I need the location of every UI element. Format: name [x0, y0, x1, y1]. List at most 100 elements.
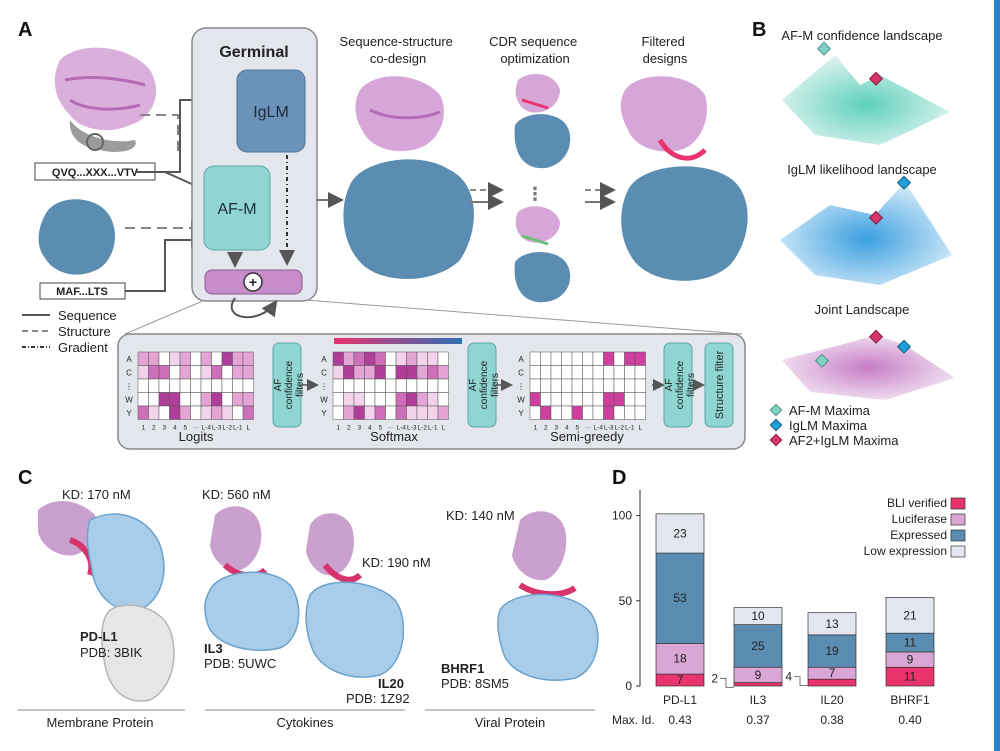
grid-cell — [540, 405, 552, 420]
grid-cell — [169, 378, 181, 393]
chart-legend-label: BLI verified — [887, 496, 947, 510]
grid-cell — [242, 351, 254, 366]
pdl1-kd: KD: 170 nM — [62, 487, 131, 502]
bar-value-label: 4 — [785, 670, 792, 684]
panel-a-label: A — [18, 19, 32, 41]
group-viral-label: Viral Protein — [475, 715, 546, 730]
bar-value-label: 13 — [825, 617, 839, 631]
grid-cell — [592, 351, 604, 366]
bhrf1-structure — [497, 511, 599, 681]
grid-cell — [603, 378, 615, 393]
grid-row-label: A — [518, 355, 524, 364]
bar-value-leader — [720, 677, 734, 688]
grid-cell — [613, 351, 625, 366]
grid-cell — [416, 351, 428, 366]
grid-cell — [200, 351, 212, 366]
legend-gradient: Gradient — [58, 340, 108, 355]
grid-cell — [634, 392, 646, 407]
il20-kd: KD: 190 nM — [362, 555, 431, 570]
grid-cell — [190, 405, 202, 420]
grid-col-label: 4 — [368, 425, 372, 432]
grid-cell — [395, 365, 407, 380]
category-label: BHRF1 — [890, 693, 930, 707]
grid-row-label: W — [517, 396, 525, 405]
il20-structure — [305, 513, 405, 678]
grid-cell — [353, 405, 365, 420]
grid-cell — [190, 378, 202, 393]
grid-cell — [158, 405, 170, 420]
combine-plus-icon — [243, 272, 263, 292]
pdl1-pdb: PDB: 3BIK — [80, 645, 142, 660]
grid-col-label: ··· — [585, 425, 592, 432]
grid-cell — [332, 405, 344, 420]
softmax-label: Softmax — [370, 429, 418, 444]
grid-row-label: A — [126, 355, 132, 364]
grid-col-label: 3 — [357, 425, 361, 432]
grid-col-label: L — [638, 425, 642, 432]
panel-d-label: D — [612, 467, 626, 489]
grid-col-label: 2 — [544, 425, 548, 432]
grid-col-label: 4 — [173, 425, 177, 432]
grid-cell — [242, 378, 254, 393]
chart-legend-label: Luciferase — [892, 512, 948, 526]
grid-col-label: 3 — [554, 425, 558, 432]
grid-cell — [395, 405, 407, 420]
grid-cell — [179, 351, 191, 366]
grid-cell — [406, 351, 418, 366]
grid-cell — [364, 392, 376, 407]
grid-col-label: 4 — [565, 425, 569, 432]
grid-row-label: Y — [518, 409, 524, 418]
grid-col-label: L — [246, 425, 250, 432]
grid-cell — [353, 378, 365, 393]
grid-cell — [561, 405, 573, 420]
grid-cell — [343, 392, 355, 407]
grid-cell — [385, 405, 397, 420]
grid-cell — [582, 405, 594, 420]
grid-cell — [374, 351, 386, 366]
grid-cell — [624, 378, 636, 393]
grid-cell — [232, 365, 244, 380]
grid-cell — [427, 392, 439, 407]
chart-legend-swatch — [950, 497, 966, 510]
chart-legend-swatch — [950, 545, 966, 558]
bar-segment — [807, 634, 857, 668]
grid-cell — [353, 392, 365, 407]
bar-value-label: 9 — [755, 668, 762, 682]
grid-cell — [416, 378, 428, 393]
joint-landscape-surface — [782, 335, 955, 400]
iglm-box — [236, 69, 306, 153]
grid-cell — [148, 351, 160, 366]
grid-cell — [624, 351, 636, 366]
zoom-line-right — [304, 299, 743, 335]
grid-cell — [148, 405, 160, 420]
grid-cell — [634, 405, 646, 420]
grid-cell — [364, 405, 376, 420]
y-tick-label: 100 — [612, 509, 632, 523]
grid-cell — [395, 392, 407, 407]
grid-cell — [427, 378, 439, 393]
grid-cell — [169, 365, 181, 380]
grid-cell — [634, 365, 646, 380]
bar-value-label: 25 — [751, 639, 765, 653]
grid-cell — [571, 351, 583, 366]
grid-cell — [592, 365, 604, 380]
il3-kd: KD: 560 nM — [202, 487, 271, 502]
grid-cell — [592, 405, 604, 420]
joint-maxima-marker-2 — [868, 210, 884, 225]
pdl1-name: PD-L1 — [80, 629, 118, 644]
grid-cell — [550, 392, 562, 407]
svg-text:AFconfidencefilters: AFconfidencefilters — [273, 360, 306, 409]
grid-col-label: L-2 — [615, 425, 625, 432]
grid-cell — [613, 378, 625, 393]
stage-codesign-label: Sequence-structure co-design — [339, 34, 456, 66]
grid-cell — [603, 392, 615, 407]
zoom-line-left — [124, 299, 206, 335]
grid-cell — [529, 405, 541, 420]
bar-value-leader — [794, 676, 808, 686]
grid-row-label: W — [320, 396, 328, 405]
svg-text:AFconfidencefilters: AFconfidencefilters — [664, 360, 697, 409]
combine-plus: + — [249, 274, 257, 290]
cdr-ellipsis: ⋮ — [526, 184, 544, 204]
